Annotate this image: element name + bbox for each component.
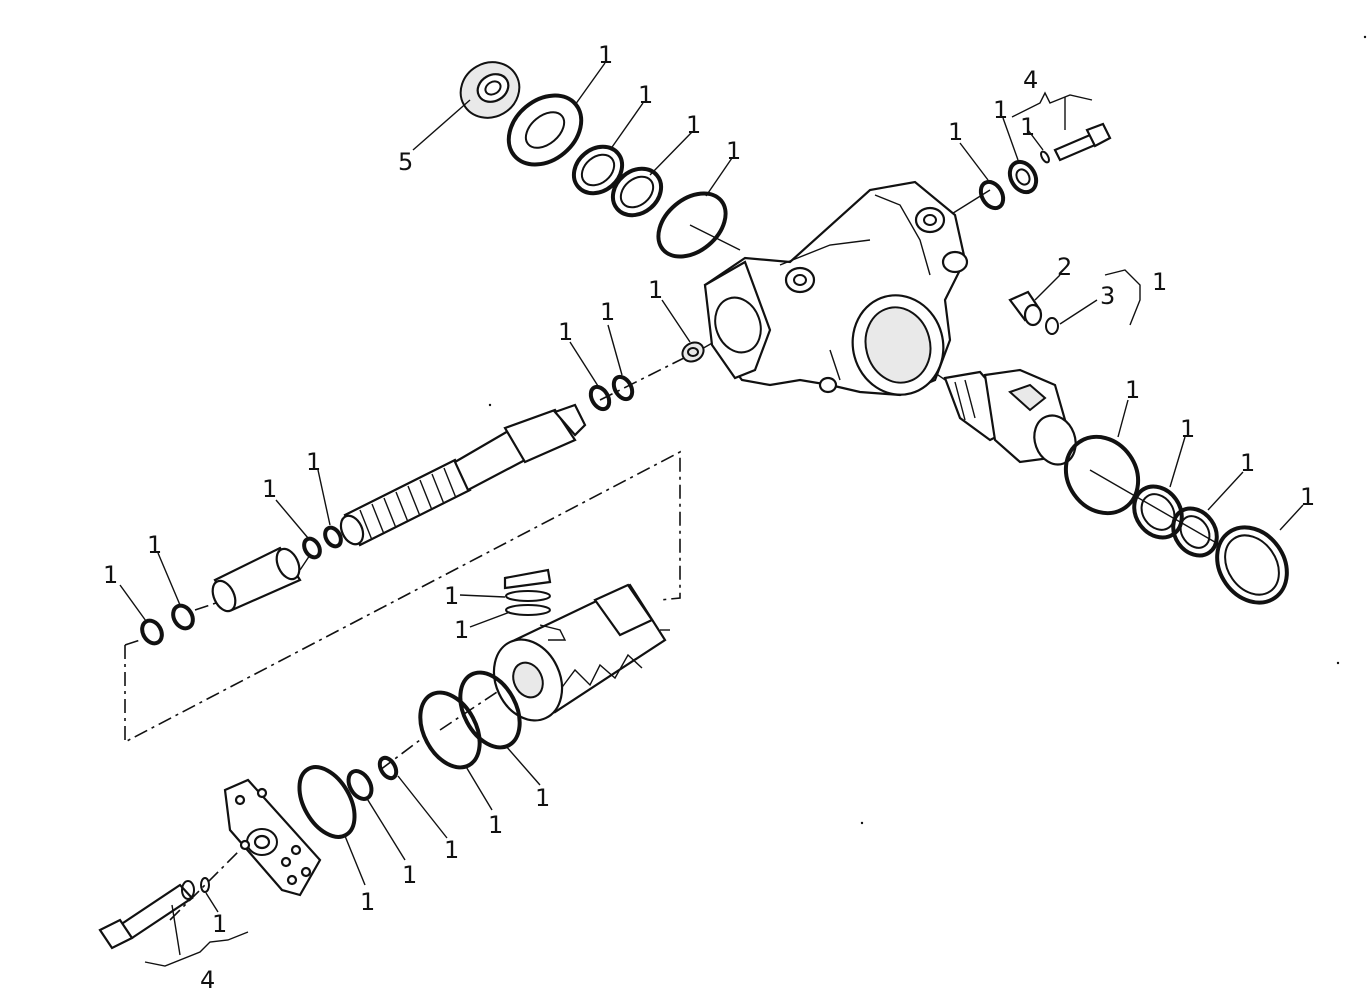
end-cap-o-ring-small [377,755,399,781]
top-right-seal-b [1007,159,1039,195]
callout-item-1-worm-ring-a: 1 [262,475,277,503]
callout-item-1-cap-ring-small: 1 [444,836,459,864]
rack-piston [492,568,670,722]
top-right-o-ring-small [1040,150,1050,164]
callout-item-1-bolt-o-ring: 1 [212,910,227,938]
plug-bolt [1008,290,1043,327]
callout-item-1-valve-ring-b: 1 [600,298,615,326]
piston-o-ring-a [418,690,482,770]
bracket-item-4-bottom [144,931,249,967]
sleeve-ring-b [171,603,195,631]
print-speck [1336,661,1340,665]
worm-shaft [339,403,587,547]
valve-sleeve [211,546,302,613]
callout-item-1-sleeve-ring-b: 1 [147,531,162,559]
callout-item-4-top: 4 [1023,66,1038,94]
worm-ring-a [302,536,322,560]
sleeve-ring-a [140,618,164,646]
assembly-axes [169,189,1221,921]
print-speck [488,403,492,407]
top-o-ring [656,191,728,259]
callout-item-1-valve-ring-a: 1 [558,318,573,346]
gear-housing [703,180,969,397]
callout-item-1-plug-group: 1 [1152,268,1167,296]
callout-item-5-nut: 5 [398,148,413,176]
callout-item-1-sector-o-ring: 1 [1125,376,1140,404]
adjuster-nut [459,61,521,119]
callout-item-1-piston-ring-b: 1 [535,784,550,812]
group-bracket-top [124,639,141,646]
callout-item-1-tr-o-ring: 1 [1020,113,1035,141]
callout-item-1-worm-ring-b: 1 [306,448,321,476]
print-speck [1363,35,1367,39]
callout-numbers: 5 1 1 1 1 4 1 1 1 2 3 1 1 1 1 1 1 1 1 1 … [103,41,1315,994]
callout-item-1-washer: 1 [598,41,613,69]
callout-item-1-sleeve-ring-a: 1 [103,561,118,589]
sector-seal-b [1171,506,1219,558]
callout-item-1-top-o-ring: 1 [726,137,741,165]
end-cap-bolt-o-ring [200,877,210,893]
callout-item-1-seal-a: 1 [638,81,653,109]
callout-item-1-sector-seal-b: 1 [1240,449,1255,477]
sector-shaft [943,368,1077,466]
worm-ring-b [323,525,343,549]
top-seal-ring-b [610,166,664,218]
bracket-item-1-right [1104,269,1141,326]
callout-item-1-tr-seal-b: 1 [993,96,1008,124]
bracket-item-4-bottom-leg [171,904,181,956]
callout-item-1-piston-ring-a: 1 [488,811,503,839]
callout-item-1-dust-seal: 1 [1300,483,1315,511]
callout-item-1-cap-ring-large: 1 [360,888,375,916]
top-right-seal-a [978,179,1006,211]
callout-item-3-plug-o-ring: 3 [1100,282,1115,310]
piston-o-ring-b [458,670,522,750]
end-cap-o-ring-mid [346,769,374,801]
plug-o-ring [1045,317,1059,335]
sector-o-ring [1063,434,1141,516]
print-speck [860,821,864,825]
callout-item-1-cap-ring-mid: 1 [402,861,417,889]
callout-item-2-plug: 2 [1057,253,1072,281]
valve-ring-a [588,384,612,412]
top-seal-ring-a [571,144,625,196]
top-right-bolt [1053,122,1112,162]
end-cap [223,778,322,897]
callout-item-1-ball-guide-a: 1 [444,582,459,610]
callout-item-1-tr-seal-a: 1 [948,118,963,146]
callout-item-4-bottom: 4 [200,966,215,994]
callout-item-1-seal-b: 1 [686,111,701,139]
callout-item-1-housing-seal: 1 [648,276,663,304]
callout-item-1-ball-guide-b: 1 [454,616,469,644]
valve-ring-b [611,374,635,402]
group-bracket-box [124,450,681,744]
leader-lines [119,62,1304,913]
sector-dust-seal [1215,525,1289,605]
end-cap-bolt [98,880,195,950]
bracket-item-4-top [1011,91,1093,118]
end-cap-o-ring-large [297,765,357,839]
callout-item-1-sector-seal-a: 1 [1180,415,1195,443]
housing-seal-small [681,341,705,363]
